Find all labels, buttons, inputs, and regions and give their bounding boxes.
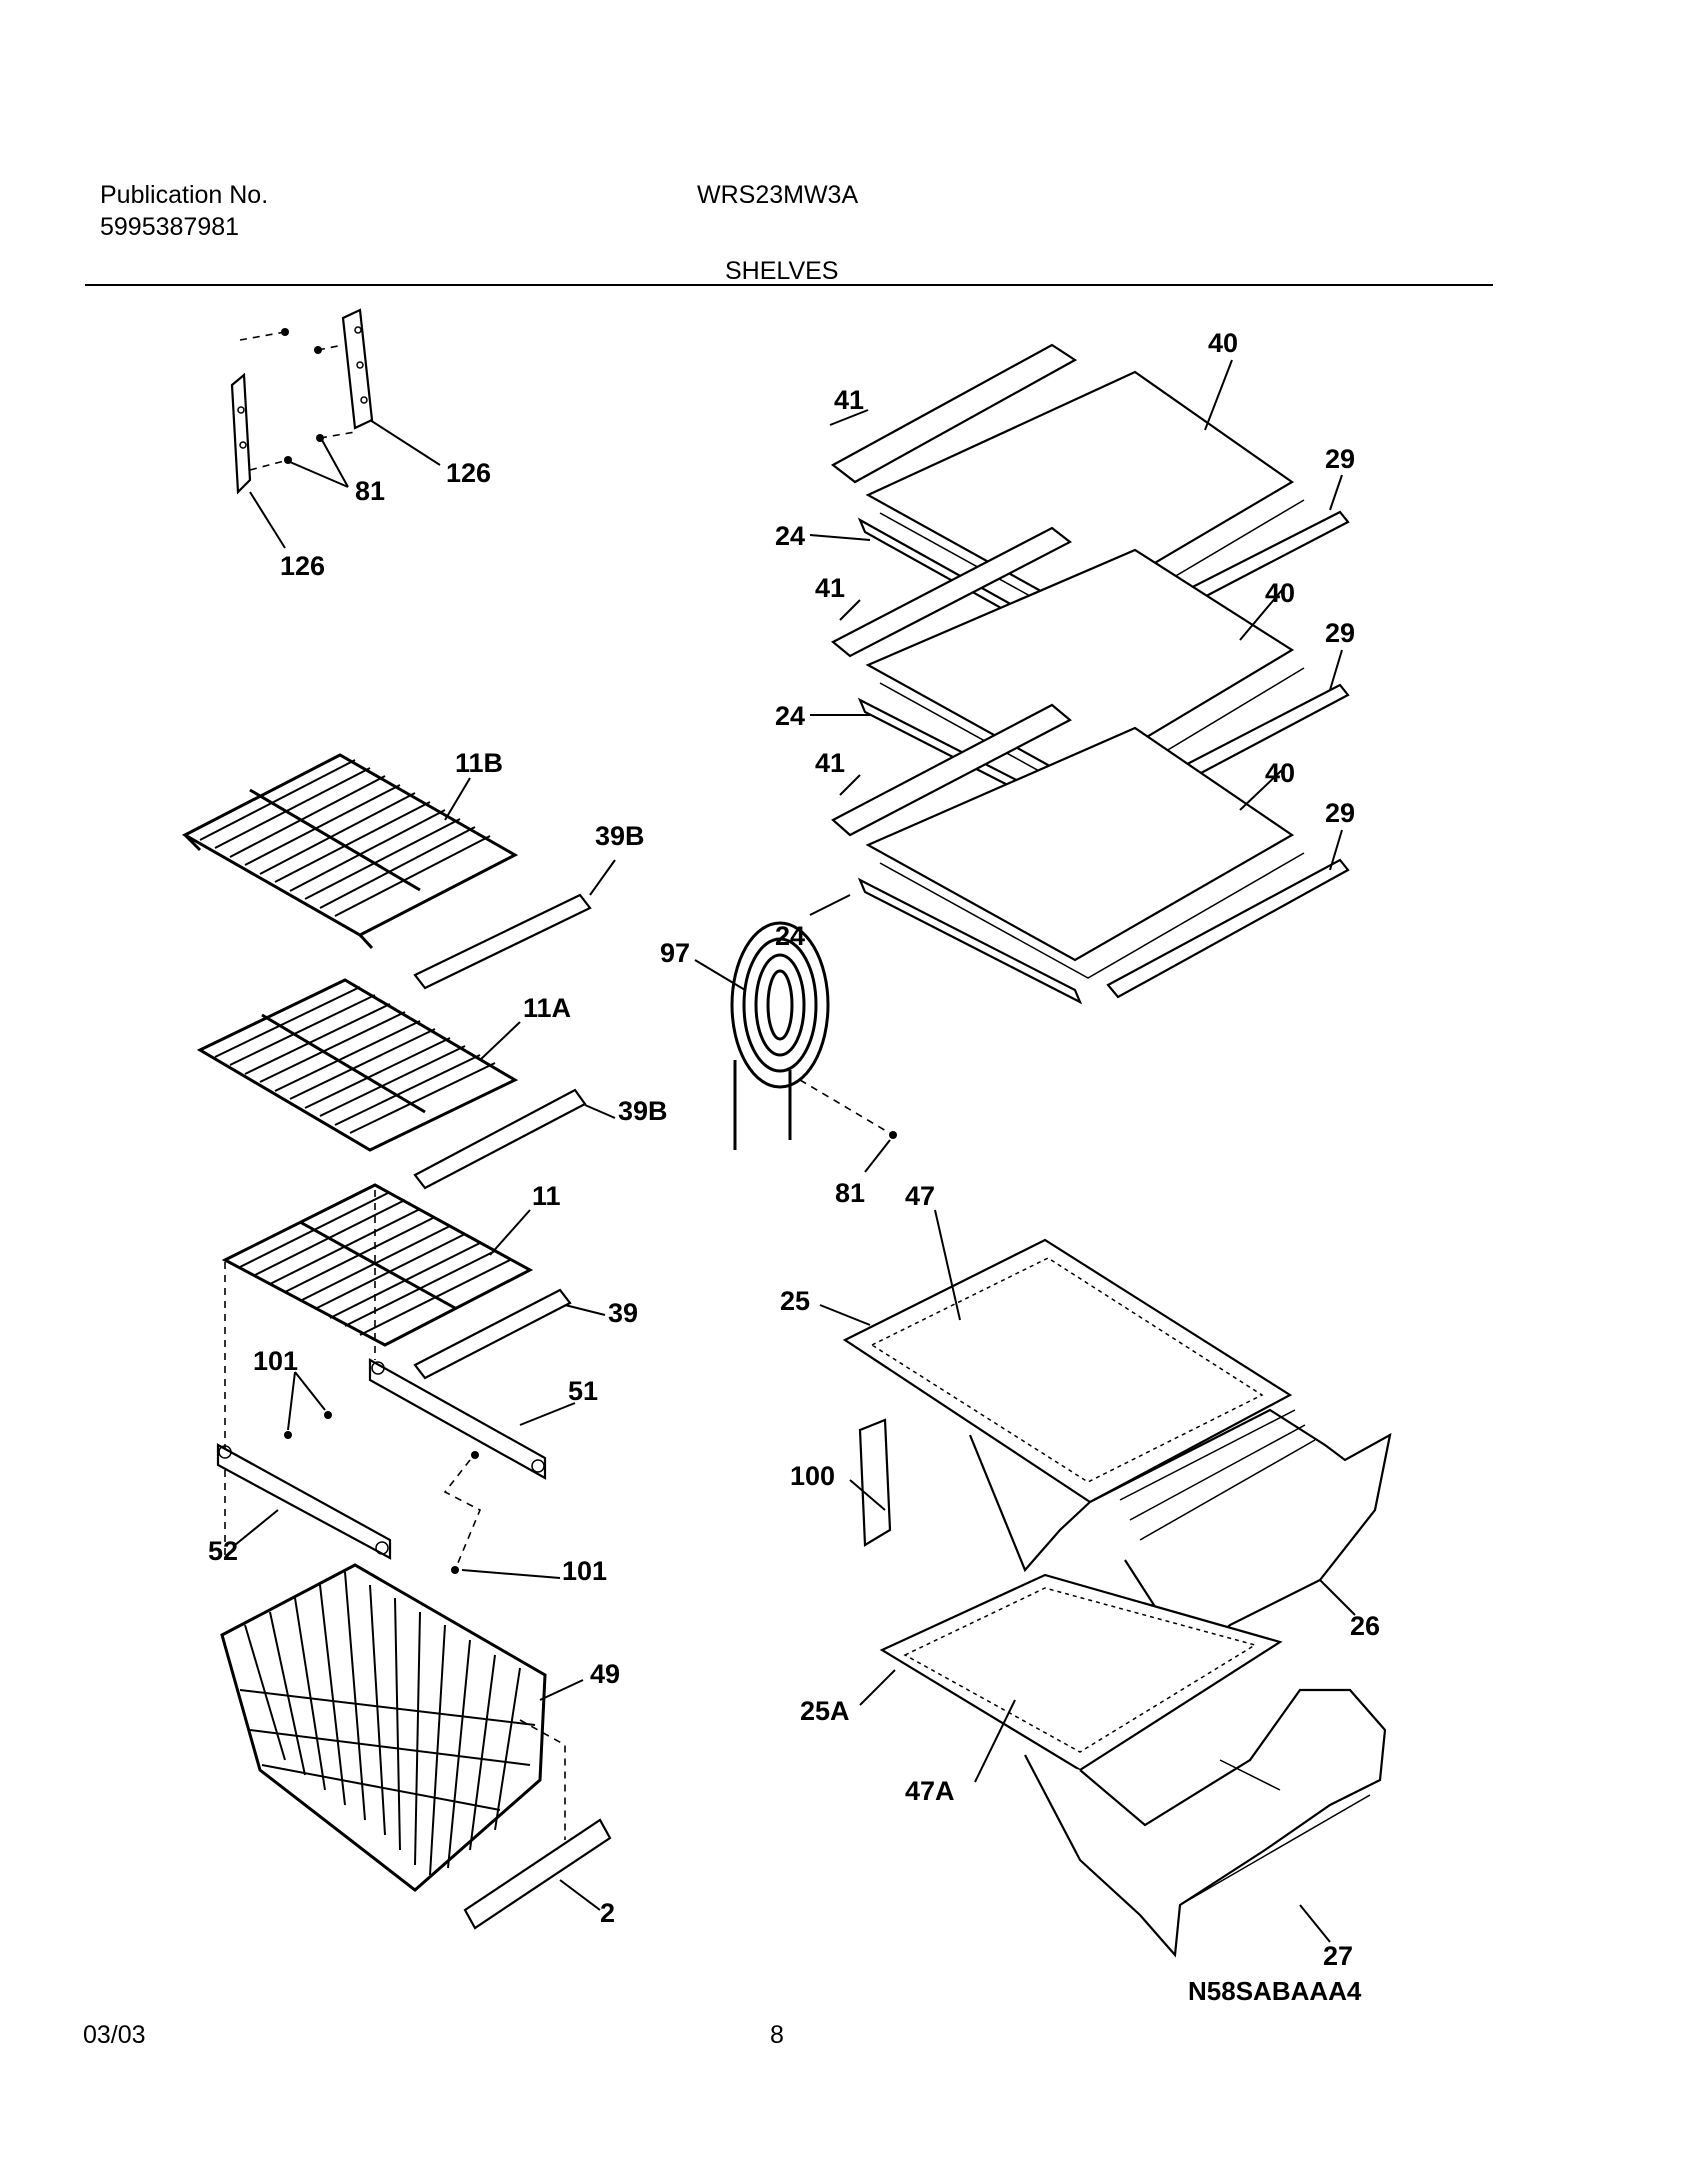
- callout-27: 27: [1323, 1941, 1353, 1971]
- header-rule: [85, 284, 1493, 286]
- callout-81-coil: 81: [835, 1178, 865, 1208]
- callout-39b-upper: 39B: [595, 821, 645, 851]
- wire-shelf-11: [221, 1183, 572, 1380]
- callout-29-bottom: 29: [1325, 798, 1355, 828]
- model-number: WRS23MW3A: [697, 181, 859, 209]
- callout-40-bottom: 40: [1265, 758, 1295, 788]
- callout-100: 100: [790, 1461, 835, 1491]
- callout-41-top: 41: [834, 385, 864, 415]
- callout-126-left: 126: [280, 551, 325, 581]
- callout-24-middle: 24: [775, 701, 805, 731]
- wire-shelf-11a: [196, 978, 587, 1190]
- callout-25: 25: [780, 1286, 810, 1316]
- callout-97: 97: [660, 938, 690, 968]
- callout-29-top: 29: [1325, 444, 1355, 474]
- callout-11b: 11B: [455, 748, 503, 778]
- shelf-bracket-right: [341, 308, 374, 430]
- figure-code: N58SABAAA4: [1188, 1976, 1362, 2006]
- callout-40-top: 40: [1208, 328, 1238, 358]
- crisper-drawer-27: [1024, 1688, 1387, 1958]
- callout-101-lower: 101: [562, 1556, 607, 1586]
- callout-29-middle: 29: [1325, 618, 1355, 648]
- callout-40-middle: 40: [1265, 578, 1295, 608]
- callout-51: 51: [568, 1376, 598, 1406]
- callout-39: 39: [608, 1298, 638, 1328]
- glass-shelf-bottom: [831, 703, 1350, 1005]
- page-number: 8: [770, 2021, 784, 2049]
- shelf-bracket-left: [230, 372, 252, 495]
- crisper-divider-100: [858, 1418, 892, 1547]
- callout-24-top: 24: [775, 521, 805, 551]
- callout-26: 26: [1350, 1611, 1380, 1641]
- section-title: SHELVES: [725, 257, 839, 285]
- callout-41-middle: 41: [815, 573, 845, 603]
- callout-2: 2: [600, 1898, 615, 1928]
- callout-25a: 25A: [800, 1696, 850, 1726]
- crisper-cover-25a: [879, 1573, 1283, 1772]
- slide-rail-51: [368, 1358, 547, 1480]
- callout-39b-lower: 39B: [618, 1096, 668, 1126]
- callout-11a: 11A: [523, 993, 571, 1023]
- callout-126-right: 126: [446, 458, 491, 488]
- slide-rail-52: [216, 1443, 392, 1560]
- basket-trim-2: [463, 1818, 612, 1930]
- callout-81-screws: 81: [355, 476, 385, 506]
- callout-52: 52: [208, 1536, 238, 1566]
- callout-47a: 47A: [905, 1776, 955, 1806]
- callout-47: 47: [905, 1181, 935, 1211]
- callout-41-bottom: 41: [815, 748, 845, 778]
- bracket-screws: [239, 328, 356, 471]
- footer-date: 03/03: [83, 2021, 146, 2049]
- wire-basket-49: [220, 1563, 547, 1892]
- publication-label: Publication No.: [100, 181, 269, 209]
- callout-11: 11: [532, 1181, 561, 1211]
- callout-101-upper: 101: [253, 1346, 298, 1376]
- wire-shelf-11b: [181, 753, 592, 990]
- publication-number: 5995387981: [100, 213, 240, 241]
- coil-part-97: [730, 921, 830, 1150]
- rail-screws: [284, 1411, 482, 1574]
- callout-49: 49: [590, 1659, 620, 1689]
